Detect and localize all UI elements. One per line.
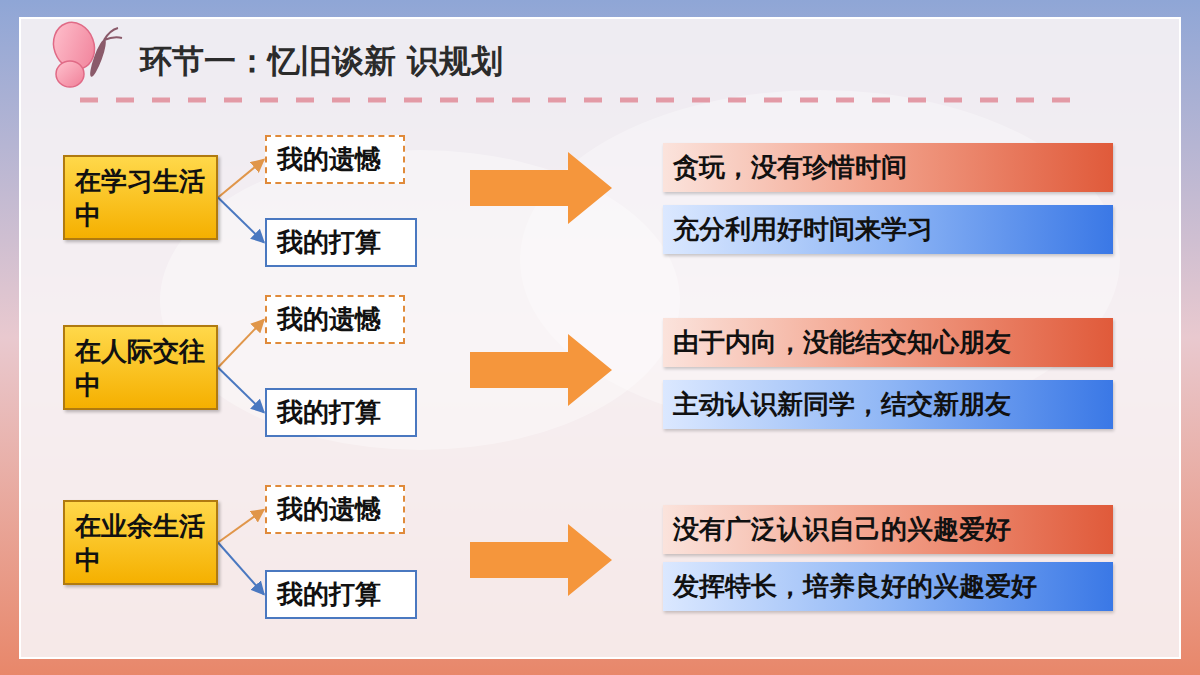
butterfly-icon [47,17,122,87]
node-text: 我的遗憾 [277,492,381,527]
connector [218,510,264,543]
plan-bar: 主动认识新同学，结交新朋友 [663,380,1113,429]
node-text: 充分利用好时间来学习 [673,212,933,247]
category-box: 在人际交往中 [63,325,218,410]
connector [218,543,264,595]
node-text: 主动认识新同学，结交新朋友 [673,387,1011,422]
node-text: 发挥特长，培养良好的兴趣爱好 [673,569,1037,604]
node-text: 没有广泛认识自己的兴趣爱好 [673,512,1011,547]
node-text: 我的遗憾 [277,142,381,177]
big-arrow [470,152,612,596]
panel [20,18,1180,658]
dashed-divider [80,98,1080,103]
plan-bar: 充分利用好时间来学习 [663,205,1113,254]
node-text: 我的打算 [277,395,381,430]
node-text: 由于内向，没能结交知心朋友 [673,325,1011,360]
regret-box: 我的遗憾 [265,295,405,344]
connector [218,368,264,413]
regret-box: 我的遗憾 [265,135,405,184]
node-text: 在学习生活中 [75,164,206,232]
plan-box: 我的打算 [265,218,417,267]
regret-box: 我的遗憾 [265,485,405,534]
connector [218,198,264,243]
node-text: 贪玩，没有珍惜时间 [673,150,907,185]
slide-title: 环节一：忆旧谈新 识规划 [140,40,503,84]
node-text: 在业余生活中 [75,509,206,577]
plan-bar: 发挥特长，培养良好的兴趣爱好 [663,562,1113,611]
regret-bar: 没有广泛认识自己的兴趣爱好 [663,505,1113,554]
plan-box: 我的打算 [265,388,417,437]
node-text: 在人际交往中 [75,334,206,402]
plan-box: 我的打算 [265,570,417,619]
cloud [520,90,1120,430]
category-box: 在业余生活中 [63,500,218,585]
connector [218,160,264,198]
node-text: 我的打算 [277,577,381,612]
regret-bar: 由于内向，没能结交知心朋友 [663,318,1113,367]
regret-bar: 贪玩，没有珍惜时间 [663,143,1113,192]
category-box: 在学习生活中 [63,155,218,240]
node-text: 我的遗憾 [277,302,381,337]
node-text: 我的打算 [277,225,381,260]
connector [218,320,264,368]
